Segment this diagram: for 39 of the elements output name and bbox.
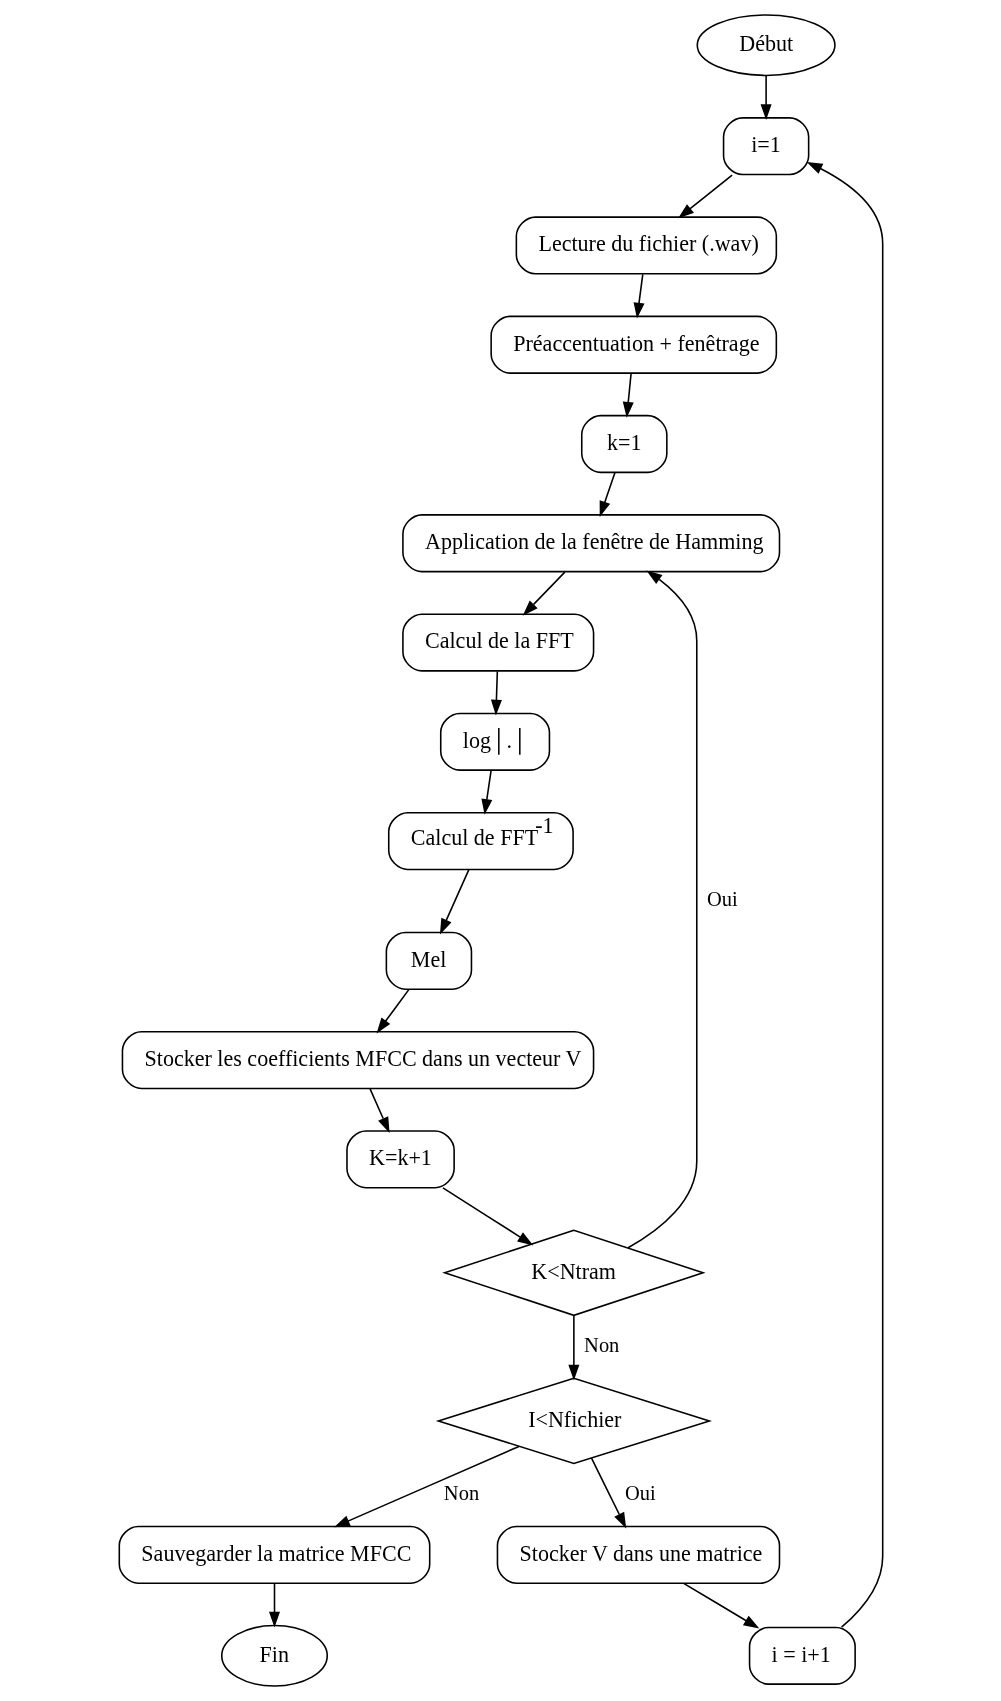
arrow — [567, 1314, 579, 1381]
arrow — [522, 571, 566, 616]
arrow — [682, 1582, 759, 1629]
node-box: i = i+1 — [748, 1626, 856, 1685]
edge-label: Non — [443, 1482, 479, 1505]
arrow — [439, 868, 470, 935]
arrow — [622, 372, 634, 418]
arrow — [599, 472, 616, 517]
arrow — [590, 1457, 626, 1529]
arrow — [376, 988, 410, 1034]
arrow — [268, 1582, 280, 1628]
edge-label: Non — [583, 1334, 619, 1357]
node-box: Stocker V dans une matrice — [496, 1525, 780, 1584]
node-box: K=k+1 — [345, 1130, 455, 1189]
node-box: Lecture du fichier (.wav) — [515, 216, 777, 275]
node-diamond: I<Nfichier — [435, 1377, 712, 1465]
edge-label: Oui — [706, 888, 738, 911]
node-ellipse: Début — [696, 14, 836, 77]
node-box: Mel — [385, 931, 472, 990]
node-box: k=1 — [580, 414, 668, 474]
arrow — [368, 1088, 390, 1133]
node-box: Calcul de la FFT — [401, 613, 594, 672]
arrow — [806, 162, 883, 1628]
arrow — [333, 1445, 520, 1528]
arrow — [677, 174, 733, 219]
node-box: Préaccentuation + fenêtrage — [489, 315, 777, 374]
node-ellipse: Fin — [220, 1624, 328, 1687]
arrow — [480, 769, 492, 815]
arrow — [626, 570, 698, 1249]
arrow — [441, 1187, 533, 1246]
node-box: i=1 — [722, 117, 809, 176]
arrow — [490, 670, 502, 716]
node-box: Application de la fenêtre de Hamming — [401, 514, 780, 573]
arrow — [760, 74, 772, 121]
node-box: log│.│ — [439, 712, 550, 771]
node-box: Stocker les coefficients MFCC dans un vecteur V — [121, 1030, 594, 1090]
node-box: Sauvegarder la matrice MFCC — [118, 1525, 430, 1584]
arrow — [633, 273, 644, 319]
edge-label: Oui — [624, 1482, 656, 1505]
